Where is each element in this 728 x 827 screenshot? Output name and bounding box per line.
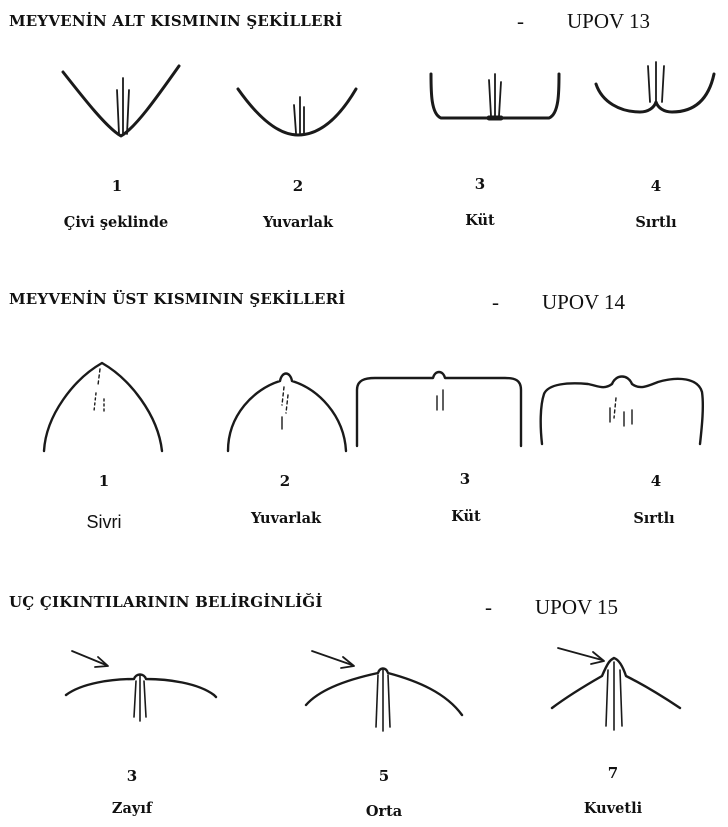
- tip-shape-strong: [548, 640, 688, 740]
- section-1-item-1-label: Çivi şeklinde: [36, 214, 196, 231]
- section-3-item-1-number: 3: [112, 767, 152, 785]
- section-2-item-2-label: Yuvarlak: [206, 510, 366, 527]
- section-2-item-3-label: Küt: [386, 508, 546, 525]
- bottom-shape-ridged: [590, 60, 720, 130]
- section-1-item-4-number: 4: [636, 177, 676, 195]
- section-1-item-3-number: 3: [460, 175, 500, 193]
- section-3-upov-code: UPOV 15: [535, 595, 618, 620]
- section-1-upov-code: UPOV 13: [567, 9, 650, 34]
- section-1-item-1-number: 1: [97, 177, 137, 195]
- bottom-shape-rounded: [232, 85, 362, 145]
- section-2-item-1-label: Sivri: [24, 512, 184, 533]
- bottom-shape-pointed: [55, 60, 185, 150]
- section-1-item-4-label: Sırtlı: [576, 214, 728, 231]
- bottom-shape-blunt: [425, 70, 565, 130]
- section-3-dash: -: [485, 595, 492, 620]
- tip-shape-medium: [300, 645, 470, 740]
- tip-shape-weak: [62, 645, 222, 730]
- section-3-item-1-label: Zayıf: [52, 800, 212, 817]
- top-shape-pointed: [38, 355, 168, 455]
- section-3-heading: UÇ ÇIKINTILARININ BELİRGİNLİĞİ: [9, 593, 323, 611]
- section-3-item-2-label: Orta: [304, 803, 464, 820]
- section-1-heading: MEYVENİN ALT KISMININ ŞEKİLLERİ: [9, 12, 343, 30]
- top-shape-rounded: [222, 365, 352, 455]
- section-2-upov-code: UPOV 14: [542, 290, 625, 315]
- section-1-item-3-label: Küt: [400, 212, 560, 229]
- section-1-item-2-number: 2: [278, 177, 318, 195]
- section-1-item-2-label: Yuvarlak: [218, 214, 378, 231]
- section-2-item-2-number: 2: [265, 472, 305, 490]
- section-2-item-3-number: 3: [445, 470, 485, 488]
- section-3-item-3-label: Kuvetli: [533, 800, 693, 817]
- section-2-heading: MEYVENİN ÜST KISMININ ŞEKİLLERİ: [9, 290, 345, 308]
- section-2-dash: -: [492, 290, 499, 315]
- section-1-dash: -: [517, 9, 524, 34]
- section-2-item-4-number: 4: [636, 472, 676, 490]
- top-shape-blunt: [355, 370, 525, 450]
- section-3-item-3-number: 7: [593, 764, 633, 782]
- section-3-item-2-number: 5: [364, 767, 404, 785]
- top-shape-ridged: [538, 370, 708, 450]
- section-2-item-4-label: Sırtlı: [574, 510, 728, 527]
- section-2-item-1-number: 1: [84, 472, 124, 490]
